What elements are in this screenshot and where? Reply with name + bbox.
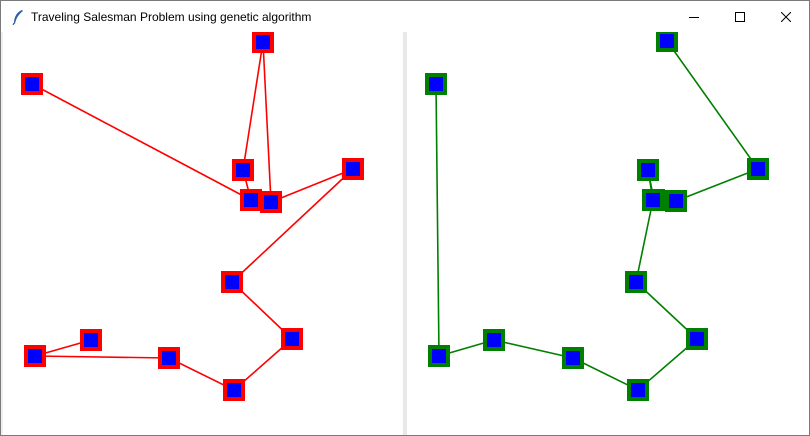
canvas-area bbox=[3, 32, 809, 435]
city-node bbox=[162, 351, 176, 365]
route-edge bbox=[675, 168, 759, 202]
city-node bbox=[84, 333, 98, 347]
city-node bbox=[244, 193, 258, 207]
maximize-icon bbox=[735, 11, 745, 22]
window-controls bbox=[671, 1, 809, 32]
city-node bbox=[28, 349, 42, 363]
left-panel bbox=[3, 32, 403, 435]
city-node bbox=[285, 332, 299, 346]
route-edge bbox=[262, 41, 272, 203]
city-node bbox=[429, 77, 443, 91]
close-icon bbox=[781, 11, 791, 22]
city-node bbox=[487, 333, 501, 347]
right-panel bbox=[407, 32, 809, 435]
route-edge bbox=[242, 41, 264, 171]
city-node bbox=[227, 383, 241, 397]
tsp-canvas bbox=[3, 32, 809, 435]
right-panel-background bbox=[407, 32, 809, 435]
city-node bbox=[225, 275, 239, 289]
city-node bbox=[631, 383, 645, 397]
route-edge bbox=[231, 168, 354, 283]
feather-icon bbox=[12, 9, 23, 25]
city-node bbox=[646, 193, 660, 207]
city-node bbox=[432, 349, 446, 363]
route-edge bbox=[493, 339, 574, 359]
route-edge bbox=[34, 355, 170, 359]
window-title: Traveling Salesman Problem using genetic… bbox=[31, 9, 312, 24]
left-panel-background bbox=[3, 32, 403, 435]
close-button[interactable] bbox=[763, 1, 809, 32]
city-node bbox=[629, 275, 643, 289]
city-node bbox=[346, 162, 360, 176]
city-node bbox=[236, 163, 250, 177]
city-node bbox=[669, 194, 683, 208]
route-edge bbox=[635, 199, 654, 283]
route-edge bbox=[435, 83, 440, 357]
minimize-icon bbox=[689, 16, 699, 18]
route-edge bbox=[270, 168, 354, 203]
city-node bbox=[660, 34, 674, 48]
route-edge bbox=[666, 40, 759, 170]
minimize-button[interactable] bbox=[671, 1, 717, 32]
city-node bbox=[751, 162, 765, 176]
route-edge bbox=[31, 83, 252, 201]
city-node bbox=[641, 163, 655, 177]
city-node bbox=[264, 195, 278, 209]
city-node bbox=[566, 351, 580, 365]
city-node bbox=[256, 35, 270, 49]
maximize-button[interactable] bbox=[717, 1, 763, 32]
city-node bbox=[690, 332, 704, 346]
city-node bbox=[25, 77, 39, 91]
title-bar[interactable]: Traveling Salesman Problem using genetic… bbox=[1, 1, 809, 32]
